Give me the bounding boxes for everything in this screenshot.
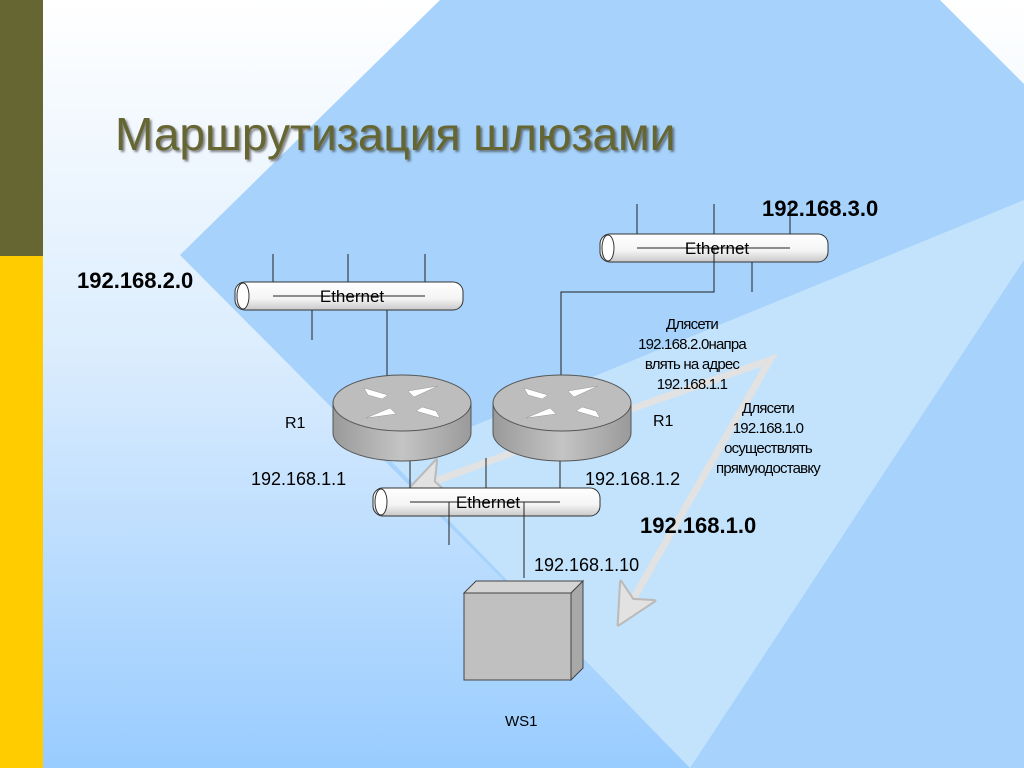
svg-text:влять на адрес: влять на адрес — [645, 356, 741, 373]
router-ip: 192.168.1.2 — [585, 469, 680, 489]
workstation-ws1 — [462, 579, 585, 682]
network-label-192-168-3-0: 192.168.3.0 — [762, 196, 878, 221]
note-gateway: Длясети 192.168.2.0напра влять на адрес … — [638, 316, 748, 393]
ethernet-cable-net1: Ethernet — [372, 487, 601, 517]
workstation-ip: 192.168.1.10 — [534, 555, 639, 575]
svg-text:прямуюдоставку: прямуюдоставку — [716, 460, 821, 477]
ethernet-cable-net2: Ethernet — [234, 281, 464, 311]
cable-label: Ethernet — [456, 493, 521, 512]
note-direct-delivery: Длясети 192.168.1.0 осуществлять прямуюд… — [716, 400, 822, 477]
slide-title: Маршрутизация шлюзами — [115, 108, 675, 160]
ethernet-cable-net3: Ethernet — [599, 233, 829, 263]
svg-text:192.168.2.0напра: 192.168.2.0напра — [638, 336, 747, 353]
svg-text:осуществлять: осуществлять — [724, 440, 813, 457]
router-arrows-icon — [523, 385, 601, 419]
router-label: R1 — [285, 415, 306, 432]
network-label-192-168-1-0: 192.168.1.0 — [640, 513, 756, 538]
svg-text:192.168.1.1: 192.168.1.1 — [657, 376, 728, 393]
direct-delivery-arrow — [598, 353, 778, 608]
router-2 — [492, 374, 632, 462]
network-label-192-168-2-0: 192.168.2.0 — [77, 268, 193, 293]
svg-text:Длясети: Длясети — [666, 316, 718, 333]
cable-label: Ethernet — [685, 239, 750, 258]
svg-text:192.168.1.0: 192.168.1.0 — [733, 420, 804, 437]
router-1 — [332, 374, 472, 462]
workstation-label: WS1 — [505, 713, 538, 730]
router-label: R1 — [653, 413, 674, 430]
left-bar-olive — [0, 0, 43, 256]
background-triangle — [390, 200, 1024, 768]
router-ip: 192.168.1.1 — [251, 469, 346, 489]
cable-label: Ethernet — [320, 287, 385, 306]
svg-text:Длясети: Длясети — [742, 400, 794, 417]
router-arrows-icon — [363, 385, 441, 419]
